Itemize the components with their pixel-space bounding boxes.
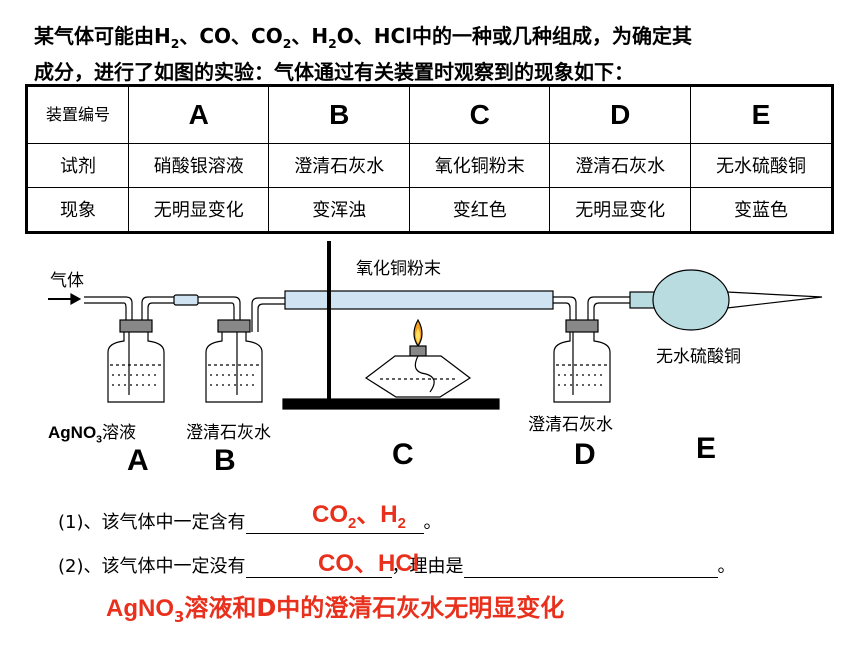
combustion-tube xyxy=(284,290,554,310)
rubber-connector xyxy=(173,294,199,306)
device-label: C xyxy=(408,85,551,144)
connector-tube-c-d xyxy=(553,296,577,330)
drying-tube-bulb xyxy=(652,269,730,331)
header-label: 装置编号 xyxy=(26,85,129,144)
answer-1: CO2、H2 xyxy=(312,494,406,532)
connector-tube-d-e xyxy=(587,296,630,330)
subscript: 2 xyxy=(348,515,357,532)
answer-text: CO xyxy=(312,501,348,528)
device-label: D xyxy=(549,85,691,144)
answer-text: 、H xyxy=(356,501,398,528)
answer-reason: AgNO3溶液和D中的澄清石灰水无明显变化 xyxy=(106,588,564,626)
intro-text: 、CO、CO xyxy=(179,24,283,48)
table-row: 装置编号 A B C D E xyxy=(26,85,834,144)
gas-label: 气体 xyxy=(50,271,84,291)
table-row: 现象 无明显变化 变浑浊 变红色 无明显变化 变蓝色 xyxy=(26,186,834,234)
subscript: 3 xyxy=(96,433,103,446)
subscript: 2 xyxy=(328,36,337,51)
phenomenon-label: 现象 xyxy=(26,186,129,234)
letter-c: C xyxy=(392,438,414,471)
drying-tube-nozzle xyxy=(726,291,823,309)
letter-d: D xyxy=(574,438,596,471)
device-label: B xyxy=(268,85,410,144)
subscript: 3 xyxy=(174,607,185,626)
subscript: 2 xyxy=(170,36,180,51)
agno3-solution-label: AgNO3溶液 xyxy=(48,418,136,445)
question-2: (2)、该气体中一定没有 ，理由是 。 xyxy=(58,552,736,578)
limewater-label-b: 澄清石灰水 xyxy=(186,423,271,443)
device-label: A xyxy=(127,85,270,144)
anhydrous-copper-sulfate-label: 无水硫酸铜 xyxy=(656,347,741,367)
question-text: 。 xyxy=(717,556,736,577)
alcohol-lamp xyxy=(364,318,472,398)
iron-stand-base xyxy=(282,398,500,410)
question-text: ，理由是 xyxy=(391,556,464,577)
question-1: (1)、该气体中一定含有 。 xyxy=(58,508,442,534)
wash-bottle-a xyxy=(107,319,165,403)
experiment-table: 装置编号 A B C D E 试剂 硝酸银溶液 澄清石灰水 氧化铜粉末 澄清石灰… xyxy=(25,84,834,234)
reagent-cell: 澄清石灰水 xyxy=(549,143,691,188)
answer-text: 溶液和D中的澄清石灰水无明显变化 xyxy=(184,594,565,622)
problem-statement: 某气体可能由H2、CO、CO2、H2O、HCl中的一种或几种组成，为确定其 成分… xyxy=(34,22,834,86)
answer-blank-2 xyxy=(245,557,392,578)
intro-text: 成分，进行了如图的实验：气体通过有关装置时观察到的现象如下： xyxy=(34,60,634,84)
intro-text: 某气体可能由H xyxy=(34,24,171,48)
intro-text: O、HCl中的一种或几种组成，为确定其 xyxy=(336,24,693,48)
subscript: 2 xyxy=(282,36,292,51)
phenomenon-cell: 变浑浊 xyxy=(268,186,410,234)
intro-text: 、H xyxy=(291,24,329,48)
letter-a: A xyxy=(127,444,149,477)
subscript: 2 xyxy=(397,515,406,532)
inlet-tube xyxy=(84,296,133,332)
reagent-label: 试剂 xyxy=(26,143,129,188)
connector-tube-b-c xyxy=(251,297,288,332)
letter-e: E xyxy=(696,432,717,465)
label-text: AgNO xyxy=(48,423,97,442)
phenomenon-cell: 变红色 xyxy=(408,186,551,234)
gas-inlet-arrow xyxy=(48,292,82,306)
drying-tube-neck xyxy=(629,291,657,309)
question-text: 。 xyxy=(423,512,442,533)
question-text: (2)、该气体中一定没有 xyxy=(58,556,246,577)
wash-bottle-b xyxy=(205,319,263,403)
letter-b: B xyxy=(214,444,236,477)
phenomenon-cell: 无明显变化 xyxy=(549,186,691,234)
device-label: E xyxy=(689,85,834,144)
answer-2: CO、HCl xyxy=(318,550,420,577)
label-text: 溶液 xyxy=(102,423,137,442)
limewater-label-d: 澄清石灰水 xyxy=(528,415,613,435)
answer-blank-1 xyxy=(245,513,424,534)
question-text: (1)、该气体中一定含有 xyxy=(58,512,246,533)
answer-text: AgNO xyxy=(106,595,174,622)
reagent-cell: 氧化铜粉末 xyxy=(408,143,551,188)
reagent-cell: 澄清石灰水 xyxy=(268,143,410,188)
answer-blank-3 xyxy=(463,557,718,578)
wash-bottle-d xyxy=(553,319,611,403)
phenomenon-cell: 变蓝色 xyxy=(689,186,834,234)
phenomenon-cell: 无明显变化 xyxy=(127,186,270,234)
copper-oxide-label: 氧化铜粉末 xyxy=(356,259,441,279)
